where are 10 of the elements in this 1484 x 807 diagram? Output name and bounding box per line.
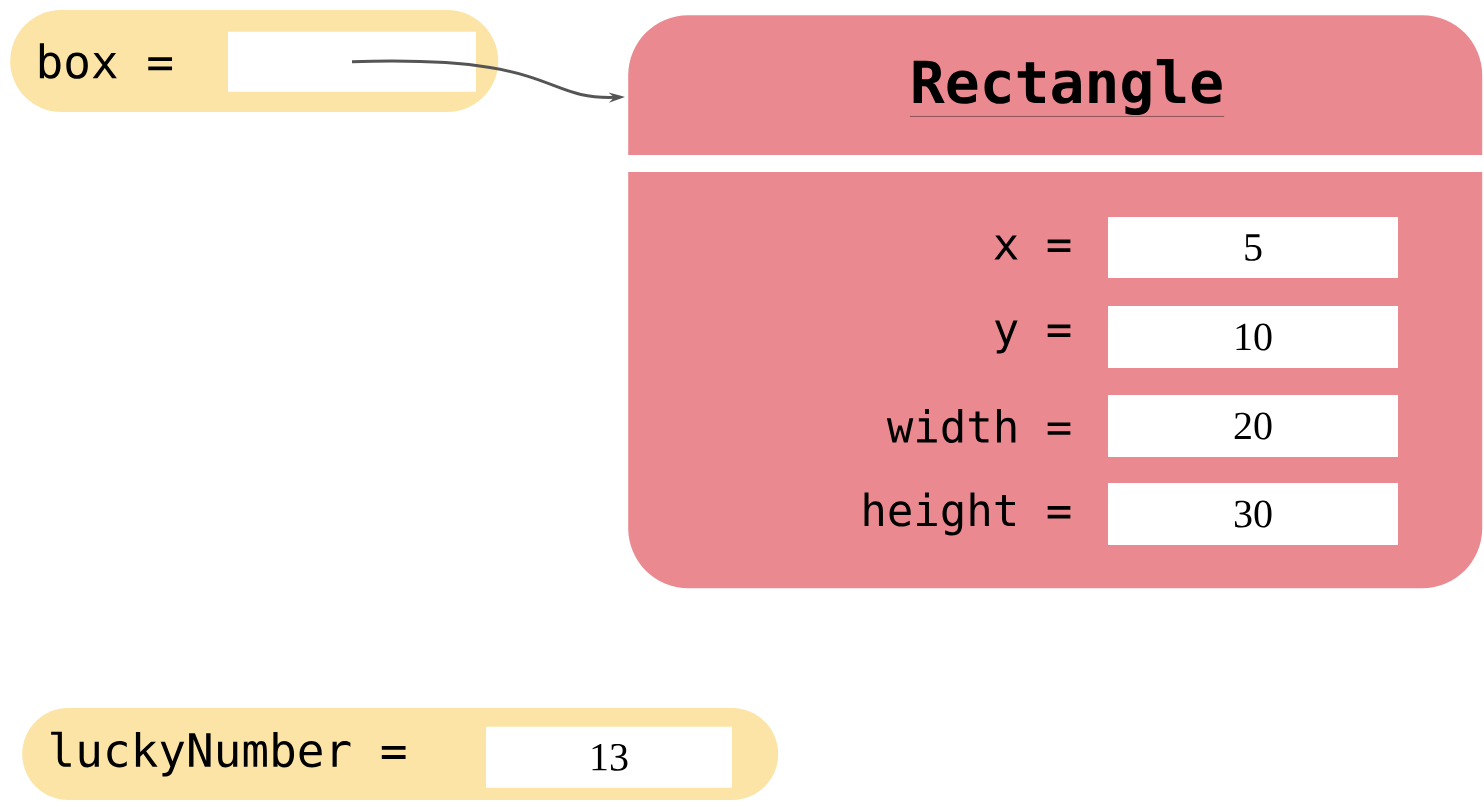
field-label: height = — [864, 492, 1071, 536]
field-label: y = — [995, 320, 1071, 354]
value-field: 20 — [1108, 395, 1398, 457]
value-field: 10 — [1108, 306, 1398, 368]
value-field — [228, 31, 476, 92]
value-field: 5 — [1108, 217, 1398, 278]
field-label: width = — [886, 409, 1071, 444]
value-field: 30 — [1108, 483, 1398, 545]
value-field: 13 — [486, 726, 732, 788]
field-label: x = — [994, 235, 1071, 260]
